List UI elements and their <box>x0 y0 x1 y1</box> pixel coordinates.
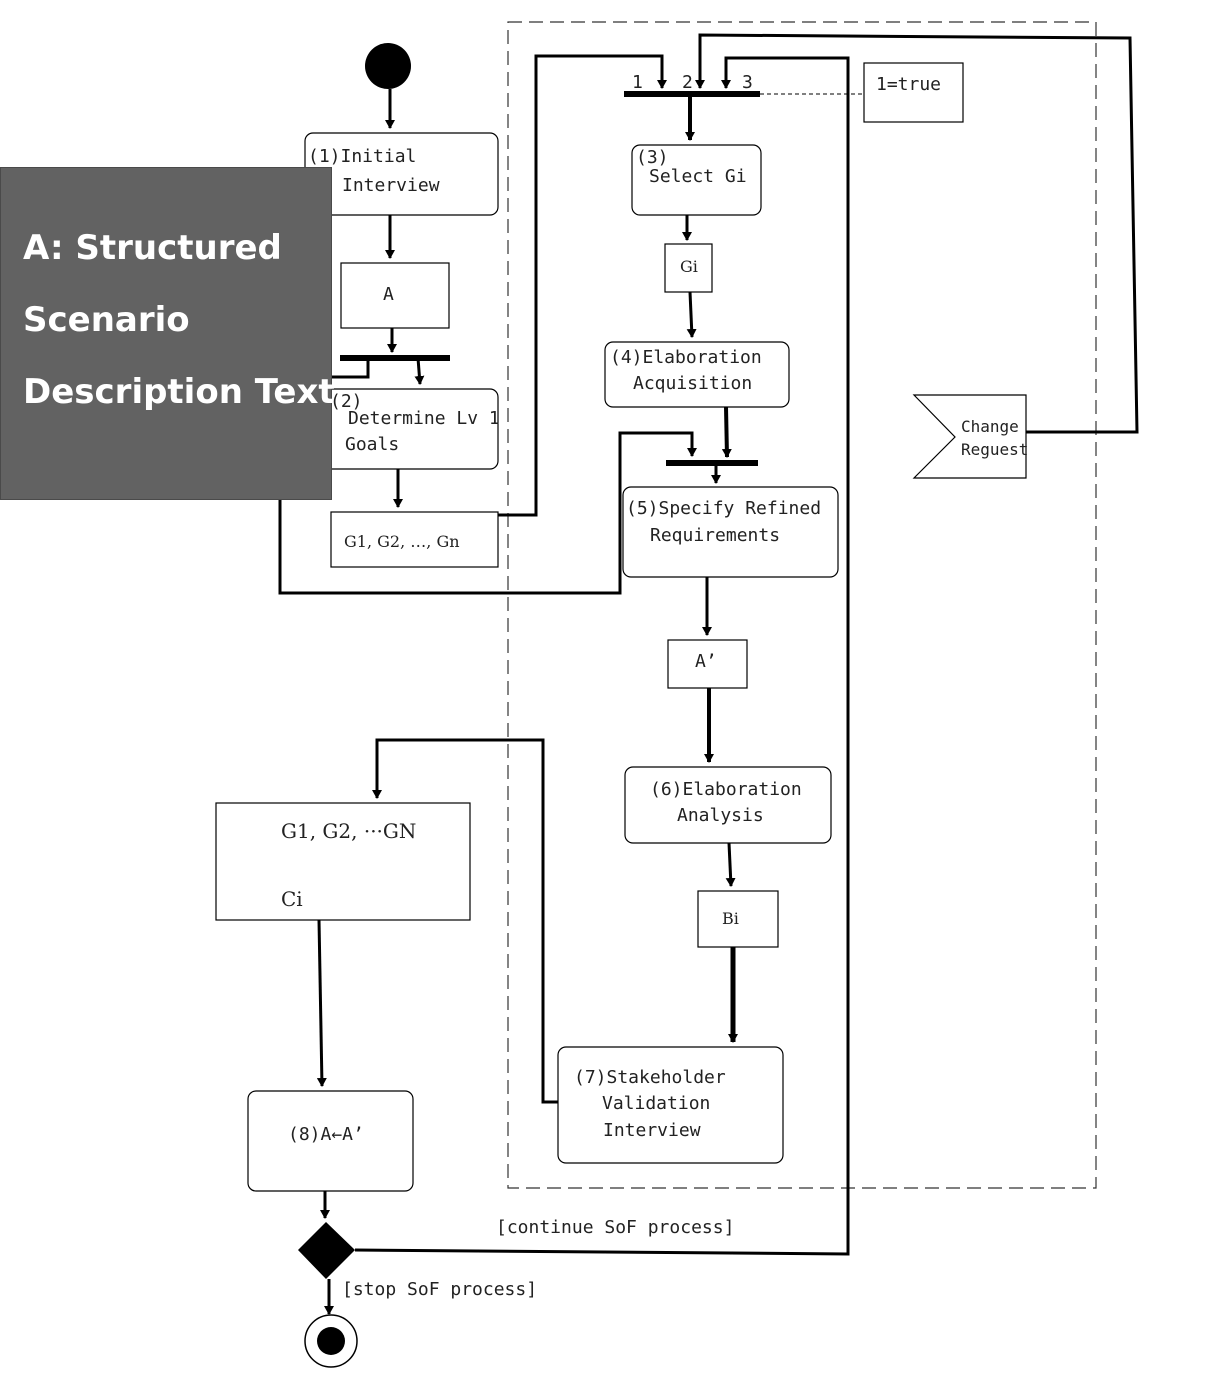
object-A-prime-label: A’ <box>695 651 717 672</box>
object-Bi-label: Bi <box>722 909 739 928</box>
object-result <box>215 802 471 921</box>
object-Gi-label: Gi <box>680 257 698 276</box>
activity-specify-requirements-line2: Requirements <box>650 525 780 546</box>
object-Bi <box>697 890 779 948</box>
iteration-region <box>507 21 1097 1189</box>
activity-elaboration-analysis-line1: (6)Elaboration <box>650 779 802 800</box>
condition-note <box>863 62 964 123</box>
activity-determine-goals-line2: Determine Lv 1 <box>348 408 500 429</box>
flow-Gi-to-a4 <box>686 291 697 338</box>
overlay-line-2: Scenario <box>23 300 190 340</box>
activity-select-goal-line1: (3) <box>636 147 669 168</box>
flow-bar-stub <box>332 358 370 379</box>
activity-elaboration-acquisition-line2: Acquisition <box>633 373 752 394</box>
overlay-line-3: Description Text <box>23 372 335 412</box>
flow-a4-to-join <box>721 406 732 458</box>
flow-join-to-a2 <box>414 357 425 385</box>
activity-update-A-label: (8)A←A’ <box>288 1124 364 1145</box>
activity-elaboration-acquisition-line1: (4)Elaboration <box>610 347 762 368</box>
signal-change-request-line2: Reguest <box>961 440 1028 459</box>
final-node-core <box>317 1327 345 1355</box>
activity-determine-goals-line3: Goals <box>345 434 399 455</box>
activity-stakeholder-validation-line3: Interview <box>603 1120 701 1141</box>
flow-a7-to-result <box>372 738 558 1104</box>
activity-stakeholder-validation <box>557 1046 784 1164</box>
flow-feedback-into-join <box>278 431 697 595</box>
activity-update-A <box>247 1090 414 1192</box>
object-Gi <box>664 243 713 293</box>
flow-continue-loop <box>354 56 850 1256</box>
flow-change-request-to-join-2 <box>695 33 1139 434</box>
condition-note-text: 1=true <box>876 74 941 95</box>
object-result-goals: G1, G2, ···GN <box>281 819 416 843</box>
activity-select-goal <box>631 144 762 216</box>
object-A <box>340 262 450 329</box>
flow-a6-to-Bi <box>725 842 736 887</box>
object-A-label: A <box>383 284 394 305</box>
activity-initial-interview-line2: Interview <box>342 175 440 196</box>
signal-change-request-line1: Change <box>961 417 1019 436</box>
flow-goals-to-join-1 <box>498 54 667 517</box>
activity-elaboration-acquisition <box>604 341 790 408</box>
activity-specify-requirements-line1: (5)Specify Refined <box>626 498 821 519</box>
activity-initial-interview-line1: (1)Initial <box>308 146 416 167</box>
activity-specify-requirements <box>622 486 839 578</box>
activity-determine-goals-line1: (2) <box>330 391 363 412</box>
signal-change-request <box>912 394 1027 479</box>
activity-stakeholder-validation-line1: (7)Stakeholder <box>574 1067 726 1088</box>
join-input-2-label: 2 <box>682 72 693 93</box>
decision-node <box>298 1222 355 1279</box>
activity-elaboration-analysis-line2: Analysis <box>677 805 764 826</box>
object-A-prime <box>667 639 748 689</box>
activity-stakeholder-validation-line2: Validation <box>602 1093 710 1114</box>
join-input-1-label: 1 <box>632 72 643 93</box>
guard-stop: [stop SoF process] <box>342 1279 537 1300</box>
overlay-line-1: A: Structured <box>23 228 282 268</box>
object-goals-list <box>330 511 499 568</box>
activity-elaboration-analysis <box>624 766 832 844</box>
description-overlay: A: Structured Scenario Description Text <box>0 167 335 500</box>
flow-result-to-a8 <box>316 919 327 1087</box>
join-input-3-label: 3 <box>742 72 753 93</box>
initial-node <box>365 43 411 89</box>
object-goals-list-label: G1, G2, …, Gn <box>344 532 460 551</box>
activity-select-goal-line2: Select Gi <box>649 166 747 187</box>
guard-continue: [continue SoF process] <box>496 1217 734 1238</box>
object-result-ci: Ci <box>281 887 303 911</box>
